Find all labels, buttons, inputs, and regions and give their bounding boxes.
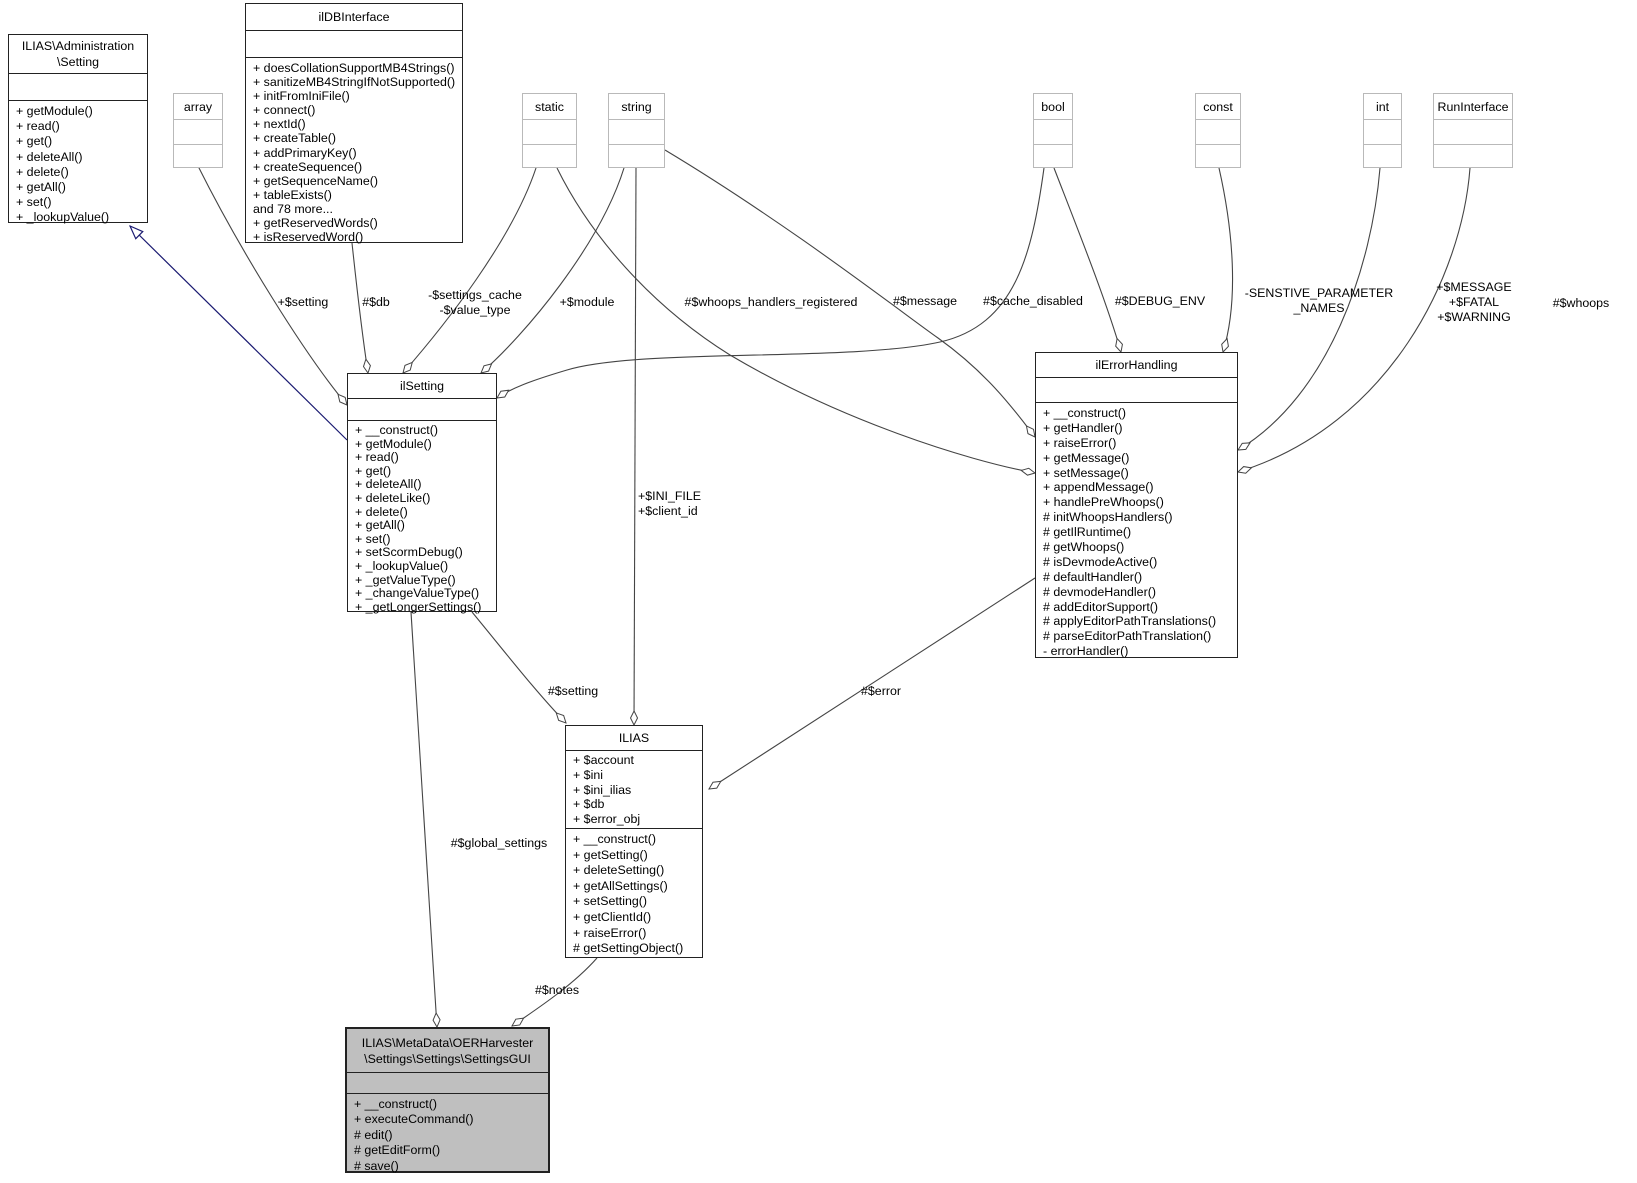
class-attributes (347, 1073, 548, 1094)
edge-label-message-fatal-warning: +$MESSAGE +$FATAL +$WARNING (1436, 280, 1512, 324)
edge-label-module: +$module (559, 295, 615, 309)
class-title: ILIAS\Administration \Setting (9, 35, 147, 74)
class-box-settings-gui: ILIAS\MetaData\OERHarvester \Settings\Se… (345, 1027, 550, 1173)
edge-label-global-settings: #$global_settings (450, 836, 548, 850)
class-box-ildbinterface[interactable]: ilDBInterface + doesCollationSupportMB4S… (245, 3, 463, 245)
class-attributes (246, 31, 462, 58)
class-box-admin-setting[interactable]: ILIAS\Administration \Setting + getModul… (8, 34, 148, 225)
type-node-runinterface: RunInterface (1433, 93, 1513, 168)
class-box-ilsetting[interactable]: ilSetting + __construct()+ getModule()+ … (347, 373, 497, 614)
edge-string-ilias (634, 167, 636, 725)
edge-bool-ilsetting (497, 167, 1045, 398)
type-node-bool: bool (1033, 93, 1073, 168)
class-attributes (1036, 378, 1237, 403)
edge-label-ini-file: +$INI_FILE +$client_id (638, 489, 702, 518)
class-methods: + getModule()+ read()+ get()+ deleteAll(… (16, 104, 110, 225)
class-attributes: + $account+ $ini+ $ini_ilias+ $db+ $erro… (566, 751, 702, 829)
edge-bool-ilerror (1053, 167, 1121, 352)
class-methods: + __construct()+ executeCommand()# edit(… (354, 1097, 474, 1173)
edge-ildb-ilsetting (351, 242, 368, 373)
edge-string-ilerror (664, 149, 1035, 437)
edge-ilerror-ilias (709, 577, 1036, 789)
class-box-ilias[interactable]: ILIAS + $account+ $ini+ $ini_ilias+ $db+… (565, 725, 703, 958)
edge-label-settings-cache: -$settings_cache -$value_type (428, 288, 522, 317)
edge-label-setting2: #$setting (547, 684, 599, 698)
class-title: ILIAS\MetaData\OERHarvester \Settings\Se… (347, 1029, 548, 1073)
edge-label-message: #$message (892, 294, 958, 308)
class-title: ilSetting (348, 374, 496, 399)
edge-const-ilerror (1218, 167, 1234, 352)
edge-string-ilsetting (481, 167, 625, 373)
class-attributes (9, 74, 147, 101)
class-title: ilErrorHandling (1036, 353, 1237, 378)
edge-int-ilerror (1238, 167, 1381, 450)
type-node-const: const (1195, 93, 1241, 168)
edge-label-cache-disabled: #$cache_disabled (983, 294, 1083, 308)
type-node-array: array (173, 93, 223, 168)
edge-label-notes: #$notes (534, 983, 580, 997)
class-methods: + __construct()+ getHandler()+ raiseErro… (1043, 406, 1217, 659)
edge-ilsetting-gui (410, 611, 437, 1027)
edge-label-whoops: #$whoops (1552, 296, 1610, 310)
edge-label-whoops-handlers: #$whoops_handlers_registered (684, 295, 858, 309)
type-node-string: string (608, 93, 665, 168)
edge-static-ilsetting (403, 167, 537, 373)
class-methods: + __construct()+ getModule()+ read()+ ge… (355, 423, 482, 614)
edge-array-ilsetting (197, 165, 347, 405)
type-node-static: static (522, 93, 577, 168)
edge-inheritance-ilsetting-adminsetting (130, 226, 348, 441)
edge-label-db: #$db (362, 295, 390, 309)
edge-ilias-gui (512, 957, 598, 1026)
class-title: ILIAS (566, 726, 702, 751)
edge-label-setting: +$setting (277, 295, 329, 309)
edge-runinterface-ilerror (1238, 167, 1471, 472)
class-title: ilDBInterface (246, 4, 462, 31)
type-node-int: int (1363, 93, 1402, 168)
edge-label-senstive-parameter-names: -SENSTIVE_PARAMETER _NAMES (1244, 286, 1394, 315)
edge-static-ilerror (556, 167, 1035, 473)
edge-label-error: #$error (861, 684, 901, 698)
edge-label-debug-env: #$DEBUG_ENV (1114, 294, 1206, 308)
edge-ilsetting-ilias (471, 611, 566, 723)
class-methods: + __construct()+ getSetting()+ deleteSet… (573, 832, 684, 956)
class-box-ilerrorhandling[interactable]: ilErrorHandling + __construct()+ getHand… (1035, 352, 1238, 658)
class-attributes (348, 399, 496, 421)
class-methods: + doesCollationSupportMB4Strings()+ sani… (253, 61, 456, 245)
